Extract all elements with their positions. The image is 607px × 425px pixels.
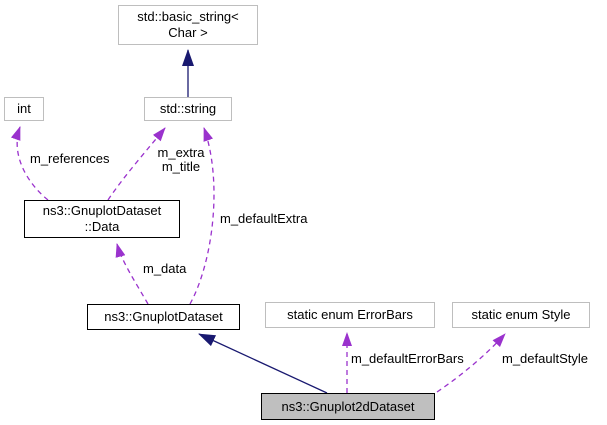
node-label: ::Data [84, 219, 120, 234]
edge-label-m-references: m_references [30, 151, 110, 166]
node-label: static enum ErrorBars [287, 307, 413, 322]
node-label: Char > [168, 25, 208, 40]
edge-label-line: m_title [161, 159, 201, 174]
edge-label-m-default-error-bars: m_defaultErrorBars [351, 351, 464, 366]
node-std-string: std::string [144, 97, 232, 121]
node-static-enum-style: static enum Style [452, 302, 590, 328]
node-gnuplot-dataset[interactable]: ns3::GnuplotDataset [87, 304, 240, 330]
node-label: ns3::Gnuplot2dDataset [281, 398, 415, 414]
node-int: int [4, 97, 44, 121]
node-static-enum-errorbars: static enum ErrorBars [265, 302, 435, 328]
edge-label-m-default-style: m_defaultStyle [502, 351, 588, 366]
edge-label-m-extra-m-title: m_extra m_title [150, 146, 212, 174]
node-label: static enum Style [471, 307, 571, 322]
node-std-basic-string: std::basic_string< Char > [118, 5, 258, 45]
node-label: int [17, 101, 31, 116]
node-label: ns3::GnuplotDataset [42, 203, 162, 218]
edge-inherit-gnuplot2d-gnuplotdataset [198, 333, 328, 394]
edge-label-line: m_extra [157, 145, 205, 160]
edge-m-default-style [436, 333, 506, 393]
edge-label-m-data: m_data [143, 261, 187, 276]
node-gnuplot2d-dataset: ns3::Gnuplot2dDataset [261, 393, 435, 420]
node-label: ns3::GnuplotDataset [104, 309, 223, 324]
edge-m-extra-m-title [107, 127, 166, 201]
node-gnuplot-dataset-data[interactable]: ns3::GnuplotDataset ::Data [24, 200, 180, 238]
node-label: std::string [159, 101, 217, 116]
edge-m-references [10, 126, 49, 201]
edge-label-m-default-extra: m_defaultExtra [220, 211, 308, 226]
node-label: std::basic_string< [137, 9, 239, 24]
edge-m-default-extra [189, 127, 215, 305]
